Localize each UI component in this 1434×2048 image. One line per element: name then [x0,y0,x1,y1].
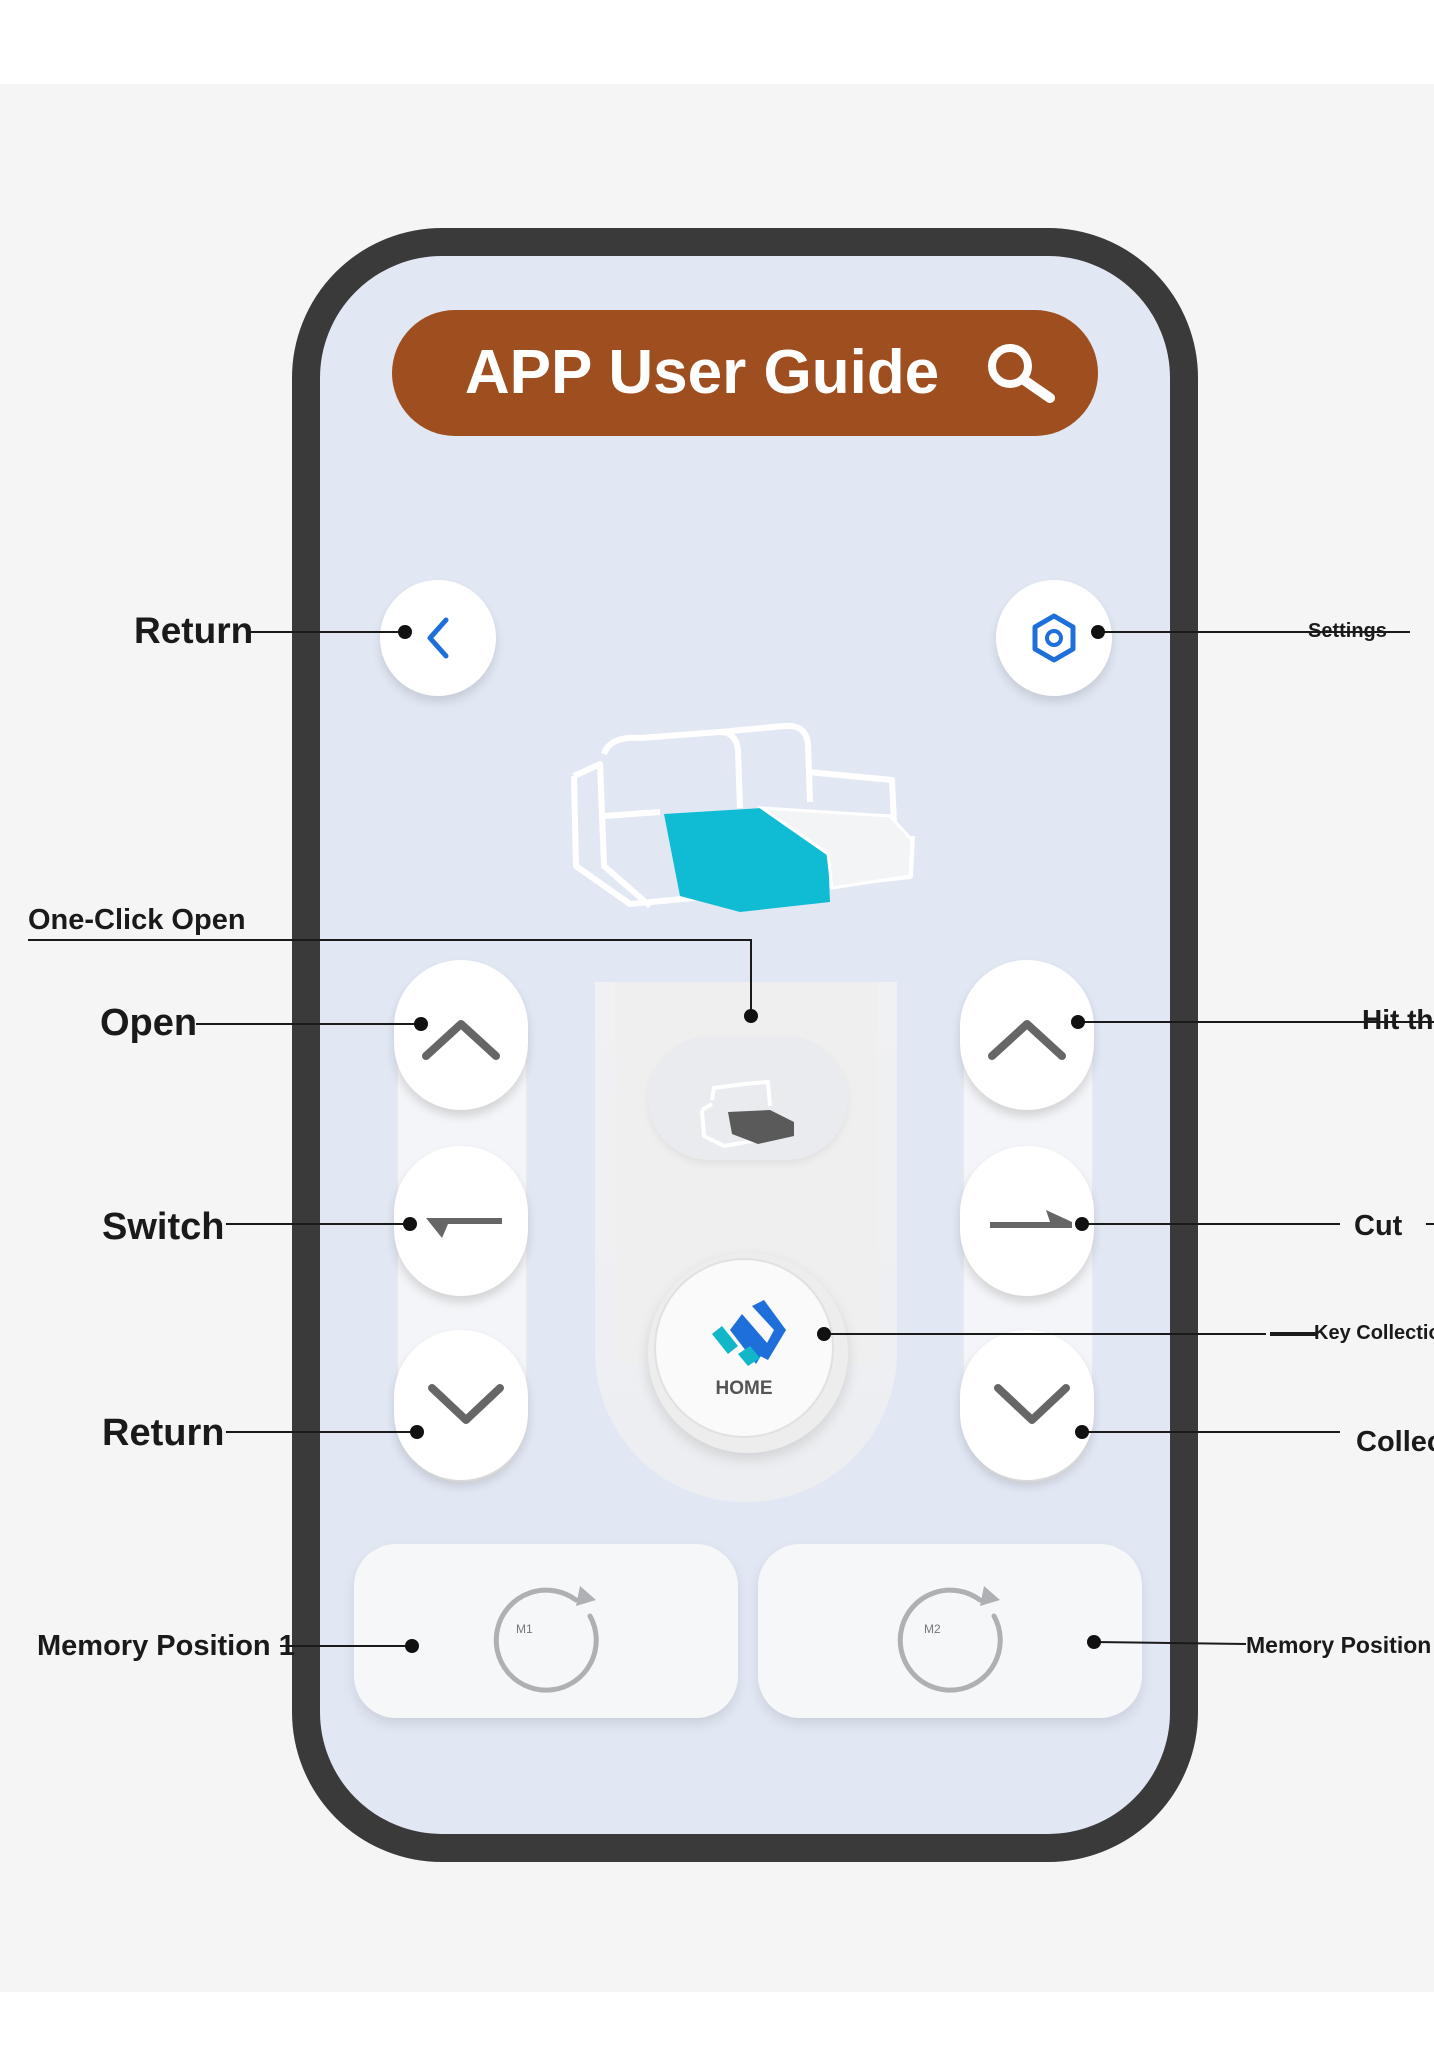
home-button[interactable]: HOME [656,1260,832,1436]
memory-position-1-button[interactable]: M1 [354,1544,738,1718]
m1-label: M1 [516,1622,533,1636]
title-bar[interactable]: APP User Guide [392,310,1098,436]
search-icon[interactable] [980,336,1060,416]
callout-collect: Collec [1356,1426,1434,1458]
switch-button[interactable] [394,1146,528,1296]
chevron-down-icon [428,1384,504,1424]
settings-button[interactable] [996,580,1112,696]
m2-label: M2 [924,1622,941,1636]
memory-position-2-button[interactable]: M2 [758,1544,1142,1718]
sofa-illustration [571,722,915,912]
switch-right-icon [990,1210,1072,1228]
chevron-left-icon [427,617,449,659]
hit-up-button[interactable] [960,960,1094,1110]
memory-cycle-icon [493,1586,599,1693]
callout-open: Open [100,1002,198,1044]
open-up-button[interactable] [394,960,528,1110]
callout-return-bottom: Return [102,1412,225,1454]
chevron-up-icon [422,1020,500,1060]
callout-switch: Switch [102,1206,225,1248]
cut-button[interactable] [960,1146,1094,1296]
one-click-open-button[interactable] [648,1036,848,1160]
back-button[interactable] [380,580,496,696]
sofa-icon [700,1080,794,1148]
callout-cut: Cut [1354,1210,1403,1242]
callout-hit: Hit th [1362,1004,1434,1035]
collect-down-button[interactable] [960,1330,1094,1480]
chevron-down-icon [994,1384,1070,1424]
callout-memory-position-2: Memory Position [1246,1632,1432,1658]
home-label: HOME [715,1378,773,1399]
switch-left-icon [426,1218,502,1238]
gear-icon [1032,613,1076,663]
page-title: APP User Guide [464,338,940,407]
callout-memory-position-1: Memory Position 1 [37,1630,295,1662]
callout-key-collection: Key Collectio [1314,1322,1434,1344]
callout-one-click-open: One-Click Open [28,904,246,936]
chevron-up-icon [988,1020,1066,1060]
memory-cycle-icon [897,1586,1003,1693]
callout-settings: Settings [1308,620,1387,642]
callout-return-top: Return [134,610,254,651]
return-down-button[interactable] [394,1330,528,1480]
brand-logo-icon [712,1300,786,1366]
